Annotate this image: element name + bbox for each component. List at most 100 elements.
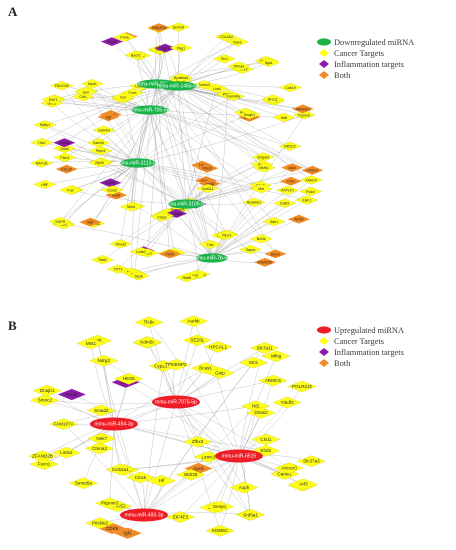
target-node-cancer[interactable]: Aurkb [179, 315, 209, 327]
target-node-cancer[interactable]: Mnst [119, 202, 143, 212]
target-node-cancer[interactable]: TP73 [106, 264, 130, 274]
target-node-cancer[interactable]: Tlc9c [134, 316, 164, 329]
target-node-cancer[interactable]: Ptma4 [227, 61, 251, 71]
target-node-both[interactable]: Dlev3 [264, 249, 287, 259]
target-node-cancer[interactable]: Slc7a11 [250, 342, 280, 354]
target-node-cancer[interactable]: Trdc [198, 239, 222, 249]
target-node-cancer[interactable]: Limk2 [51, 446, 81, 459]
target-node-both[interactable]: ANKHD1 [291, 104, 314, 114]
target-node-cancer[interactable]: ZFAND2B [28, 450, 57, 462]
mirna-hub[interactable]: mmu-miR-6515 [215, 449, 263, 463]
target-node-cancer[interactable]: Chd1 [251, 433, 281, 446]
target-node-cancer[interactable]: TP53INP2 [161, 358, 191, 371]
target-node-cancer[interactable]: EAF1 [295, 195, 319, 205]
target-node-cancer[interactable]: NR1D2 [278, 141, 302, 151]
target-node-cancer[interactable]: Rps6kb1 [242, 197, 266, 207]
target-node-cancer[interactable]: Lmtk2 [129, 247, 153, 257]
target-node-cancer[interactable]: Ctnna2 [85, 442, 114, 455]
target-node-cancer[interactable]: Kdm5c [132, 336, 162, 348]
target-node-cancer[interactable]: HES6 [114, 373, 144, 385]
target-node-cancer[interactable]: SDPR [48, 217, 72, 227]
target-node-cancer[interactable]: Dcx [111, 92, 135, 102]
target-node-cancer[interactable]: Ythdf2 [272, 396, 302, 409]
target-node-cancer[interactable]: Tip3b [126, 271, 150, 281]
target-node-cancer[interactable]: FBXO28 [50, 81, 74, 91]
target-node-cancer[interactable]: Tec1 [212, 54, 236, 64]
target-node-both[interactable]: Ogt [97, 112, 120, 122]
target-node-inflammation[interactable]: Rmd4a [53, 138, 76, 148]
target-node-cancer[interactable]: Dab1 [262, 217, 286, 227]
target-node-cancer[interactable]: Mnt [249, 184, 273, 194]
target-node-cancer[interactable]: Hif [147, 475, 176, 487]
target-node-both[interactable]: Maf [79, 217, 102, 227]
target-node-cancer[interactable]: Kdm2b [87, 138, 111, 148]
target-node-cancer[interactable]: Rps6ka4 [169, 73, 193, 83]
target-node-cancer[interactable]: Itga1 [257, 57, 281, 68]
target-node-cancer[interactable]: Lhx6 [205, 83, 229, 93]
mirna-hub[interactable]: mmu-miR-7075-5p [152, 395, 200, 409]
target-node-cancer[interactable]: Cdk19 [278, 82, 302, 93]
target-node-both[interactable]: CDK6 [98, 522, 127, 534]
target-node-cancer[interactable]: Brcc3 [261, 94, 285, 104]
target-node-cancer[interactable]: Pitpnm3 [95, 497, 125, 510]
target-node-cancer[interactable]: Wdr26 [176, 469, 206, 481]
target-node-cancer[interactable]: Stn1 [239, 356, 268, 369]
target-node-both[interactable]: Trinh [158, 249, 181, 259]
target-node-cancer[interactable]: Ptch1 [53, 152, 77, 162]
target-node-both[interactable]: CASO1 [301, 165, 324, 175]
target-node-cancer[interactable]: HPCAL1 [203, 341, 233, 353]
target-node-cancer[interactable]: Bach2 [124, 50, 148, 60]
target-node-cancer[interactable]: ARMC5 [258, 374, 288, 387]
target-node-cancer[interactable]: HRF [33, 179, 57, 190]
target-node-cancer[interactable]: Fam46a [222, 91, 245, 101]
target-node-cancer[interactable]: Gabrb3 [92, 125, 116, 135]
target-node-cancer[interactable]: Prickle2 [85, 517, 115, 529]
target-node-cancer[interactable]: Ttad2 [91, 255, 115, 265]
target-node-cancer[interactable]: Dlras2 [246, 407, 276, 419]
target-node-cancer[interactable]: ATP1F1 [276, 185, 300, 195]
target-node-both[interactable]: ATG5 [287, 214, 310, 224]
mirna-hub[interactable]: mmu-miR-146b-5p [157, 81, 199, 91]
mirna-hub[interactable]: mmu-miR-705-5p [131, 105, 170, 115]
target-node-cancer[interactable]: Ptpn3 [215, 230, 239, 240]
target-node-cancer[interactable]: Nall [272, 112, 296, 123]
target-node-cancer[interactable]: Smad2 [86, 404, 116, 417]
target-node-inflammation[interactable]: Bcl2l1 [99, 178, 122, 188]
target-node-cancer[interactable]: Elovl2 [100, 185, 124, 195]
mirna-hub[interactable]: mmu-miR-7b-5p [194, 253, 230, 263]
target-node-inflammation[interactable]: Kcnj6 [57, 388, 86, 401]
target-node-cancer[interactable]: Mfng [261, 350, 291, 362]
target-node-cancer[interactable]: Nav2 [226, 37, 249, 47]
mirna-hub[interactable]: mmu-miR-494-3p [90, 417, 138, 431]
target-node-both[interactable]: Prkcd [196, 163, 219, 173]
target-node-cancer[interactable]: Sapra [238, 244, 262, 255]
target-node-cancer[interactable]: Senp1 [205, 500, 235, 513]
target-node-cancer[interactable]: Fscn1 [29, 458, 59, 470]
target-node-cancer[interactable]: Armcx3 [274, 462, 304, 474]
mirna-hub[interactable]: mmu-miR-3105-5p [165, 199, 207, 209]
target-node-cancer[interactable]: Smoc2 [30, 394, 60, 407]
target-node-cancer[interactable]: Pa2 [59, 185, 82, 195]
target-node-cancer[interactable]: Mnt1 [76, 337, 106, 350]
target-node-cancer[interactable]: Nek7 [87, 432, 117, 445]
target-node-cancer[interactable]: COL4A2 [214, 32, 238, 42]
target-node-cancer[interactable]: Hlx2 [30, 137, 54, 148]
target-node-cancer[interactable]: FAM107A [49, 418, 79, 430]
target-node-both[interactable]: Apol [281, 163, 304, 172]
target-node-cancer[interactable]: Crispl [150, 212, 174, 222]
target-node-cancer[interactable]: SEZ6L [182, 334, 212, 347]
target-node-cancer[interactable]: Slc37a3 [296, 455, 326, 467]
target-node-cancer[interactable]: FANCF [299, 175, 323, 185]
target-node-cancer[interactable]: Nfat5 [175, 272, 199, 283]
target-node-cancer[interactable]: Pag1 [169, 43, 193, 53]
target-node-cancer[interactable]: Ndrg3 [89, 354, 119, 367]
target-node-both[interactable]: RAVER2 [254, 257, 276, 267]
target-node-cancer[interactable]: Zfp90 [88, 158, 111, 168]
target-node-both[interactable]: Igf1 [113, 527, 142, 539]
mirna-hub[interactable]: mmu-miR-3113-5p [117, 158, 159, 168]
target-node-cancer[interactable]: Arf3 [289, 478, 318, 490]
target-node-cancer[interactable]: Spn [74, 87, 98, 97]
target-node-cancer[interactable]: Ddi31 [273, 198, 297, 208]
target-node-cancer[interactable]: Sema5a [68, 477, 98, 489]
target-node-inflammation[interactable]: Pdcd2 [100, 37, 123, 46]
